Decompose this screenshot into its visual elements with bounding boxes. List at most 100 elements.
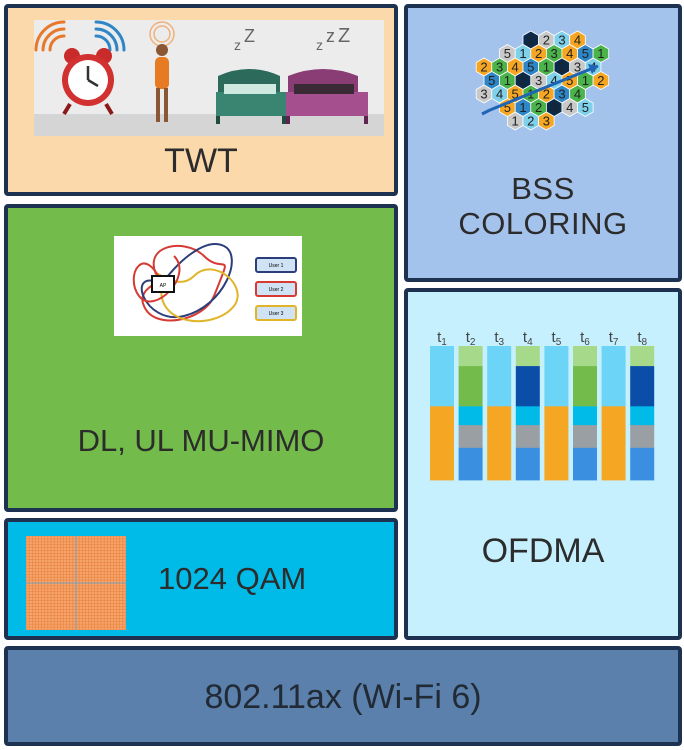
bss-hex-number: 2 [480, 60, 487, 75]
user-1-label: User 1 [269, 263, 284, 269]
bss-hex-number: 1 [519, 100, 526, 115]
twt-panel: z Z z z Z TWT [4, 4, 398, 196]
ofdma-time-slot-label: t1 [437, 329, 447, 348]
ofdma-resource-unit [573, 346, 597, 367]
ofdma-resource-unit [515, 346, 540, 367]
bss-hex-number: 2 [597, 73, 604, 88]
bss-hex-number: 1 [519, 46, 526, 61]
bss-hex-number: 4 [551, 73, 558, 88]
ofdma-time-slot-label: t7 [609, 329, 619, 348]
bss-hex-number: 5 [512, 87, 519, 102]
bss-hex-number: 3 [574, 60, 581, 75]
ofdma-time-slot-label: t2 [466, 329, 476, 348]
alarm-clock-icon [62, 48, 114, 116]
ofdma-label: OFDMA [481, 532, 605, 570]
ofdma-time-slot-label: t6 [580, 329, 590, 348]
ofdma-resource-unit [630, 346, 655, 367]
ofdma-time-slot-label: t3 [494, 329, 504, 348]
ofdma-resource-unit [515, 406, 540, 426]
svg-text:Z: Z [244, 26, 255, 46]
wifi6-label: 802.11ax (Wi-Fi 6) [204, 678, 482, 716]
bss-hex-number: 3 [558, 87, 565, 102]
bss-hex-cell [538, 111, 555, 131]
ofdma-time-slot-label: t8 [637, 329, 647, 348]
ofdma-resource-unit [458, 447, 483, 481]
bss-hex-number: 2 [535, 46, 542, 61]
twt-label: TWT [164, 142, 238, 180]
user-2-label: User 2 [269, 287, 284, 293]
ofdma-resource-unit [630, 425, 655, 449]
bss-hex-number: 1 [512, 114, 519, 129]
ofdma-resource-unit [573, 366, 597, 407]
qam-panel: 1024 QAM [4, 518, 398, 640]
bss-hex-number: 3 [558, 33, 565, 48]
bss-hex-number: 4 [574, 33, 581, 48]
bss-hex-number: 3 [551, 100, 558, 115]
bss-hex-map: 1234512345123451234512345123451234512345… [475, 30, 610, 131]
bss-hex-number: 3 [551, 46, 558, 61]
bss-label-line1: BSS [511, 171, 575, 206]
bss-hex-cell [577, 98, 594, 117]
svg-text:z: z [234, 37, 241, 53]
ofdma-resource-unit [487, 346, 512, 407]
person-icon [149, 21, 175, 122]
twt-illustration: z Z z z Z [34, 20, 384, 136]
bss-hex-number: 1 [527, 33, 534, 48]
bss-hex-number: 4 [566, 46, 573, 61]
ofdma-resource-unit [544, 346, 569, 407]
bss-hex-number: 5 [582, 100, 589, 115]
bss-hex-number: 4 [496, 87, 503, 102]
mu-mimo-diagram: AP User 1 User 2 User 3 [114, 236, 302, 336]
svg-text:z: z [326, 26, 335, 46]
bss-hex-cell [592, 71, 610, 90]
bss-hex-number: 4 [566, 100, 573, 115]
ofdma-resource-unit [601, 406, 626, 481]
ofdma-time-slot-label: t5 [552, 329, 562, 348]
bss-label-line2: COLORING [458, 205, 628, 241]
bss-hex-number: 2 [535, 100, 542, 115]
qam-constellation [26, 536, 126, 630]
user-3-label: User 3 [269, 311, 284, 317]
ofdma-resource-unit [544, 406, 569, 481]
purple-bed-icon: z z Z [286, 25, 368, 124]
ofdma-resource-unit [515, 366, 540, 407]
mu-mimo-label: DL, UL MU-MIMO [77, 423, 325, 458]
ap-label: AP [160, 283, 167, 289]
bss-hex-number: 2 [527, 114, 534, 129]
ofdma-resource-unit [573, 406, 597, 426]
wifi-right-icon [94, 20, 126, 52]
bss-coloring-label: BSS COLORING [408, 171, 678, 241]
ofdma-resource-unit [458, 425, 483, 449]
bss-hex-number: 5 [504, 46, 511, 61]
bss-hex-number: 5 [527, 60, 534, 75]
bss-hex-number: 3 [543, 114, 550, 129]
bss-hex-number: 1 [543, 60, 550, 75]
ofdma-resource-unit [458, 406, 483, 426]
ofdma-resource-unit [430, 406, 454, 481]
bss-hex-number: 3 [496, 60, 503, 75]
bss-hex-number: 5 [504, 100, 511, 115]
ofdma-resource-unit [573, 447, 597, 481]
bss-coloring-panel: 1234512345123451234512345123451234512345… [404, 4, 682, 282]
ofdma-resource-unit [487, 406, 512, 481]
ofdma-resource-unit [430, 346, 454, 407]
ofdma-resource-unit [601, 346, 626, 407]
ofdma-resource-unit [573, 425, 597, 449]
bss-hex-number: 2 [558, 60, 565, 75]
ofdma-resource-unit [630, 447, 655, 481]
svg-text:z: z [316, 37, 323, 53]
bss-hex-number: 2 [543, 87, 550, 102]
bss-hex-number: 4 [512, 60, 519, 75]
bss-hex-number: 1 [504, 73, 511, 88]
svg-text:Z: Z [338, 25, 350, 47]
ofdma-resource-unit [458, 366, 483, 407]
bss-hex-number: 3 [535, 73, 542, 88]
bss-hex-number: 5 [566, 73, 573, 88]
qam-label: 1024 QAM [158, 561, 307, 596]
bss-hex-number: 5 [488, 73, 495, 88]
ofdma-resource-unit [515, 447, 540, 481]
wifi6-base-panel: 802.11ax (Wi-Fi 6) [4, 646, 682, 746]
ofdma-resource-unit [458, 346, 483, 367]
